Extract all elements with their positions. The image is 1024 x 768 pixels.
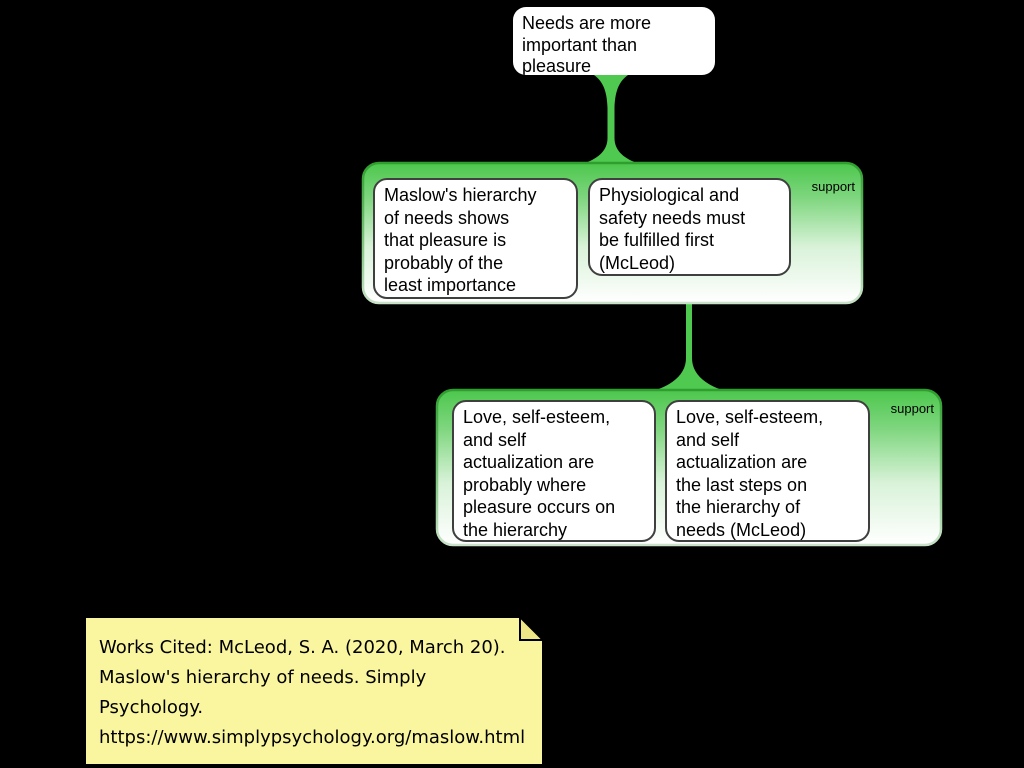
claim-text-line: needs (McLeod) — [676, 519, 807, 540]
claim-text-line: the hierarchy — [463, 519, 568, 540]
claim-text-line: pleasure occurs on — [463, 497, 616, 517]
claim-text-line: least importance — [384, 275, 517, 295]
claim-text-line: Maslow's hierarchy — [384, 185, 537, 205]
support-label-1: support — [811, 179, 855, 194]
contention-text-line: important than — [522, 34, 638, 55]
sticky-note-folded-corner-icon — [519, 614, 546, 641]
claim-text-line: the hierarchy of — [676, 497, 801, 517]
note-text-line: Maslow's hierarchy of needs. Simply — [99, 667, 427, 688]
claim-text-line: actualization are — [676, 452, 808, 472]
claim-text-line: and self — [676, 429, 740, 450]
claim-text-line: Physiological and — [599, 185, 740, 205]
claim-box-pleasure-on-hierarchy[interactable]: Love, self-esteem, and self actualizatio… — [452, 400, 656, 542]
claim-text-line: and self — [463, 429, 527, 450]
note-text-line: https://www.simplypsychology.org/maslow.… — [99, 727, 526, 748]
claim-text-line: actualization are — [463, 452, 595, 472]
claim-text-line: the last steps on — [676, 474, 808, 495]
claim-text-line: Love, self-esteem, — [676, 407, 824, 427]
claim-box-maslow-hierarchy[interactable]: Maslow's hierarchy of needs shows that p… — [373, 178, 578, 299]
claim-text-line: probably of the — [384, 252, 504, 273]
support-label-2: support — [890, 401, 934, 416]
claim-text-line: (McLeod) — [599, 252, 676, 273]
claim-text-line: safety needs must — [599, 207, 746, 228]
support-connector-2 — [656, 272, 722, 390]
note-text-line: Psychology. — [99, 697, 204, 718]
claim-text-line: be fulfilled first — [599, 230, 715, 250]
sticky-note[interactable] — [84, 616, 544, 766]
claim-box-last-steps-hierarchy[interactable]: Love, self-esteem, and self actualizatio… — [665, 400, 870, 542]
works-cited-note-text: Works Cited: McLeod, S. A. (2020, March … — [99, 633, 539, 753]
claim-text-line: Love, self-esteem, — [463, 407, 611, 427]
support-connector-1 — [585, 75, 637, 163]
contention-text-line: Needs are more — [522, 13, 652, 33]
claim-text-line: probably where — [463, 474, 587, 495]
contention-box[interactable]: Needs are more important than pleasure — [513, 7, 715, 75]
claim-text-line: of needs shows — [384, 207, 510, 228]
contention-text-line: pleasure — [522, 56, 592, 75]
note-text-line: Works Cited: McLeod, S. A. (2020, March … — [99, 637, 506, 658]
claim-text-line: that pleasure is — [384, 230, 507, 250]
claim-box-physiological-needs[interactable]: Physiological and safety needs must be f… — [588, 178, 791, 276]
